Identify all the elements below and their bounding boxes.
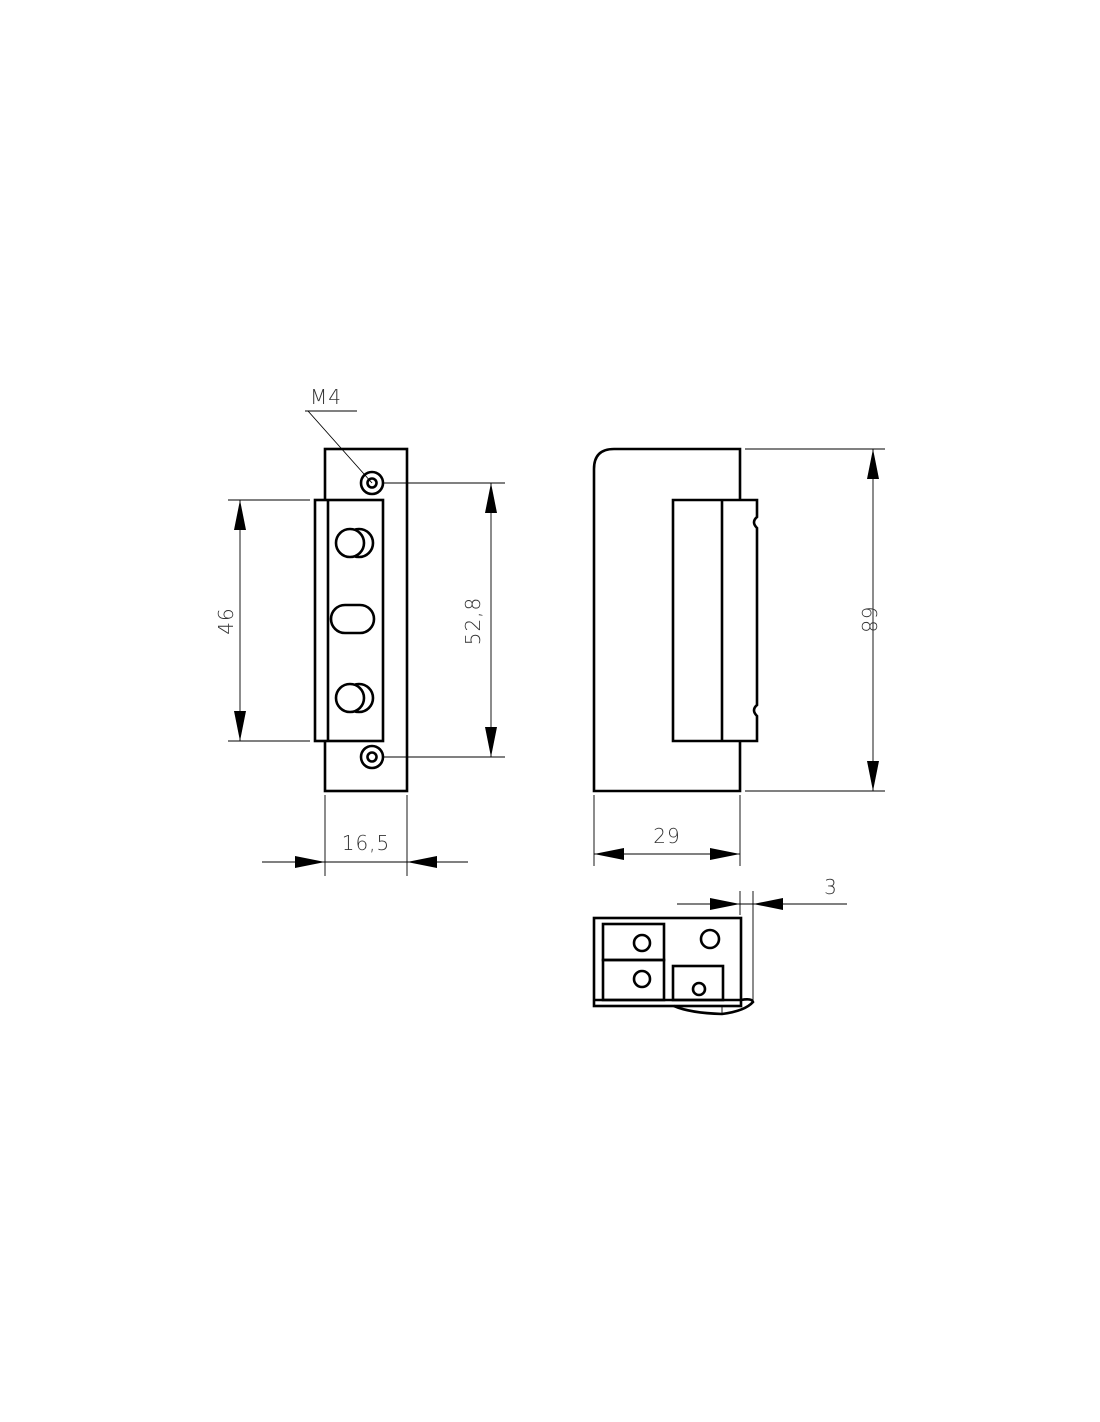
screw-hole-bottom bbox=[359, 744, 385, 770]
terminal-block-right bbox=[671, 964, 725, 1002]
dim-latch-height: 46 bbox=[214, 607, 238, 634]
dimension-3: 3 bbox=[677, 875, 847, 1000]
top-housing bbox=[592, 916, 743, 1008]
dimension-52-8: 52,8 bbox=[383, 482, 505, 758]
dim-height: 68 bbox=[857, 606, 881, 633]
terminal-hole bbox=[632, 933, 652, 953]
dimension-68: 68 bbox=[745, 448, 885, 792]
side-view: 68 29 bbox=[592, 447, 885, 866]
thread-callout: M4 bbox=[305, 385, 373, 484]
pin-top bbox=[334, 527, 375, 559]
dimension-29: 29 bbox=[593, 795, 741, 866]
top-view: 3 bbox=[592, 875, 847, 1016]
terminal-hole bbox=[699, 928, 721, 950]
latch-tip bbox=[673, 998, 755, 1016]
dim-width: 16,5 bbox=[342, 831, 391, 855]
dim-offset: 3 bbox=[824, 875, 838, 899]
dim-screw-spacing: 52,8 bbox=[461, 597, 485, 646]
terminal-hole bbox=[691, 981, 707, 997]
latch-profile bbox=[671, 498, 759, 743]
thread-label: M4 bbox=[310, 385, 342, 409]
housing-outline bbox=[592, 447, 742, 793]
dimension-16-5: 16,5 bbox=[262, 795, 468, 876]
pin-bottom bbox=[334, 682, 375, 714]
dimension-46: 46 bbox=[214, 499, 310, 742]
dim-depth: 29 bbox=[653, 824, 680, 848]
slot bbox=[329, 603, 376, 635]
front-view: M4 46 52,8 16,5 bbox=[214, 385, 505, 876]
terminal-hole bbox=[632, 969, 652, 989]
terminal-block-lower bbox=[601, 958, 666, 1002]
